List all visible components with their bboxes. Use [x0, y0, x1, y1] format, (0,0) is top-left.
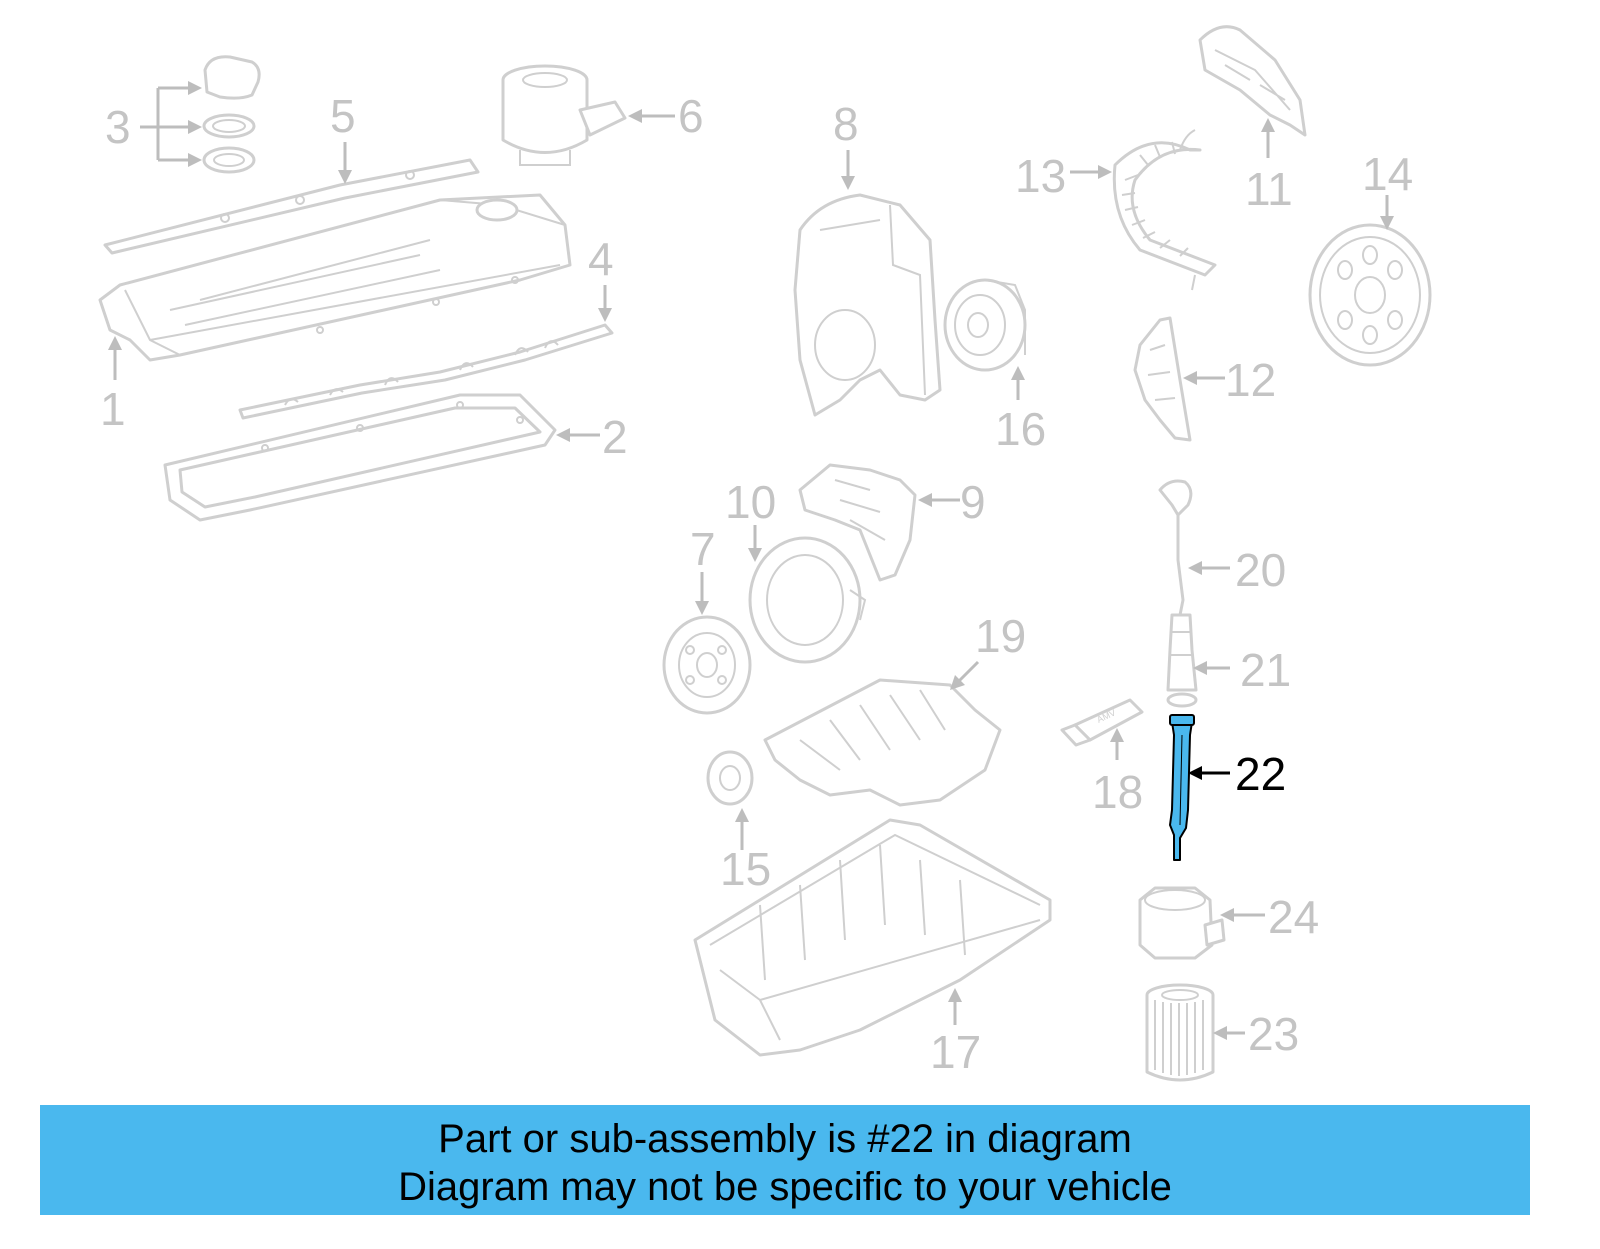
callout-13: 13 [1015, 150, 1066, 202]
banner-line-2: Diagram may not be specific to your vehi… [398, 1165, 1172, 1209]
callout-1: 1 [100, 383, 126, 435]
part-1-valve-cover [98, 193, 572, 362]
part-7-crank-pulley [662, 615, 752, 715]
part-3-oil-cap [202, 55, 261, 174]
part-17-oil-pan [693, 818, 1052, 1057]
part-6-filler-neck [501, 64, 627, 166]
callout-19: 19 [975, 610, 1026, 662]
part-9-bracket [798, 463, 917, 582]
callout-16: 16 [995, 403, 1046, 455]
part-5-gasket [103, 158, 480, 255]
callout-12: 12 [1225, 354, 1276, 406]
callout-17: 17 [930, 1026, 981, 1078]
part-14-cam-gear [1308, 223, 1432, 367]
callout-22: 22 [1235, 748, 1286, 800]
callout-15: 15 [720, 843, 771, 895]
part-21-funnel [1166, 613, 1198, 708]
banner-line-1: Part or sub-assembly is #22 in diagram [438, 1117, 1132, 1161]
callout-8: 8 [833, 98, 859, 150]
callout-3: 3 [105, 101, 131, 153]
part-15-crank-gear [706, 750, 754, 806]
part-24-filter-housing [1138, 886, 1226, 960]
part-13-timing-belt [1112, 129, 1217, 291]
callout-23: 23 [1248, 1008, 1299, 1060]
part-2-pan-gasket [163, 393, 557, 522]
callout-2: 2 [602, 411, 628, 463]
callout-3-leader [140, 81, 202, 167]
part-8-timing-cover [793, 193, 942, 417]
callout-24: 24 [1268, 891, 1319, 943]
part-10-flange [748, 536, 867, 664]
callout-20: 20 [1235, 544, 1286, 596]
callout-7: 7 [690, 523, 716, 575]
callout-6: 6 [678, 90, 704, 142]
part-20-dipstick [1158, 479, 1193, 617]
callout-10: 10 [725, 476, 776, 528]
part-4-gasket-strip [238, 323, 614, 420]
callout-21: 21 [1240, 644, 1291, 696]
callout-5: 5 [330, 90, 356, 142]
part-12-rear-cover [1133, 316, 1192, 442]
callout-4: 4 [588, 233, 614, 285]
part-22-dipstick-tube [1169, 714, 1195, 861]
callout-11: 11 [1245, 163, 1293, 215]
info-banner: Part or sub-assembly is #22 in diagram D… [40, 1105, 1530, 1215]
part-11-upper-cover [1198, 25, 1307, 137]
part-23-oil-filter [1145, 983, 1215, 1082]
part-18-sealant-tube: AMV [1060, 698, 1144, 747]
callout-18: 18 [1092, 766, 1143, 818]
part-19-baffle [763, 678, 1002, 807]
part-16-pulley [943, 278, 1027, 372]
callout-9: 9 [960, 476, 986, 528]
callout-14: 14 [1362, 148, 1413, 200]
